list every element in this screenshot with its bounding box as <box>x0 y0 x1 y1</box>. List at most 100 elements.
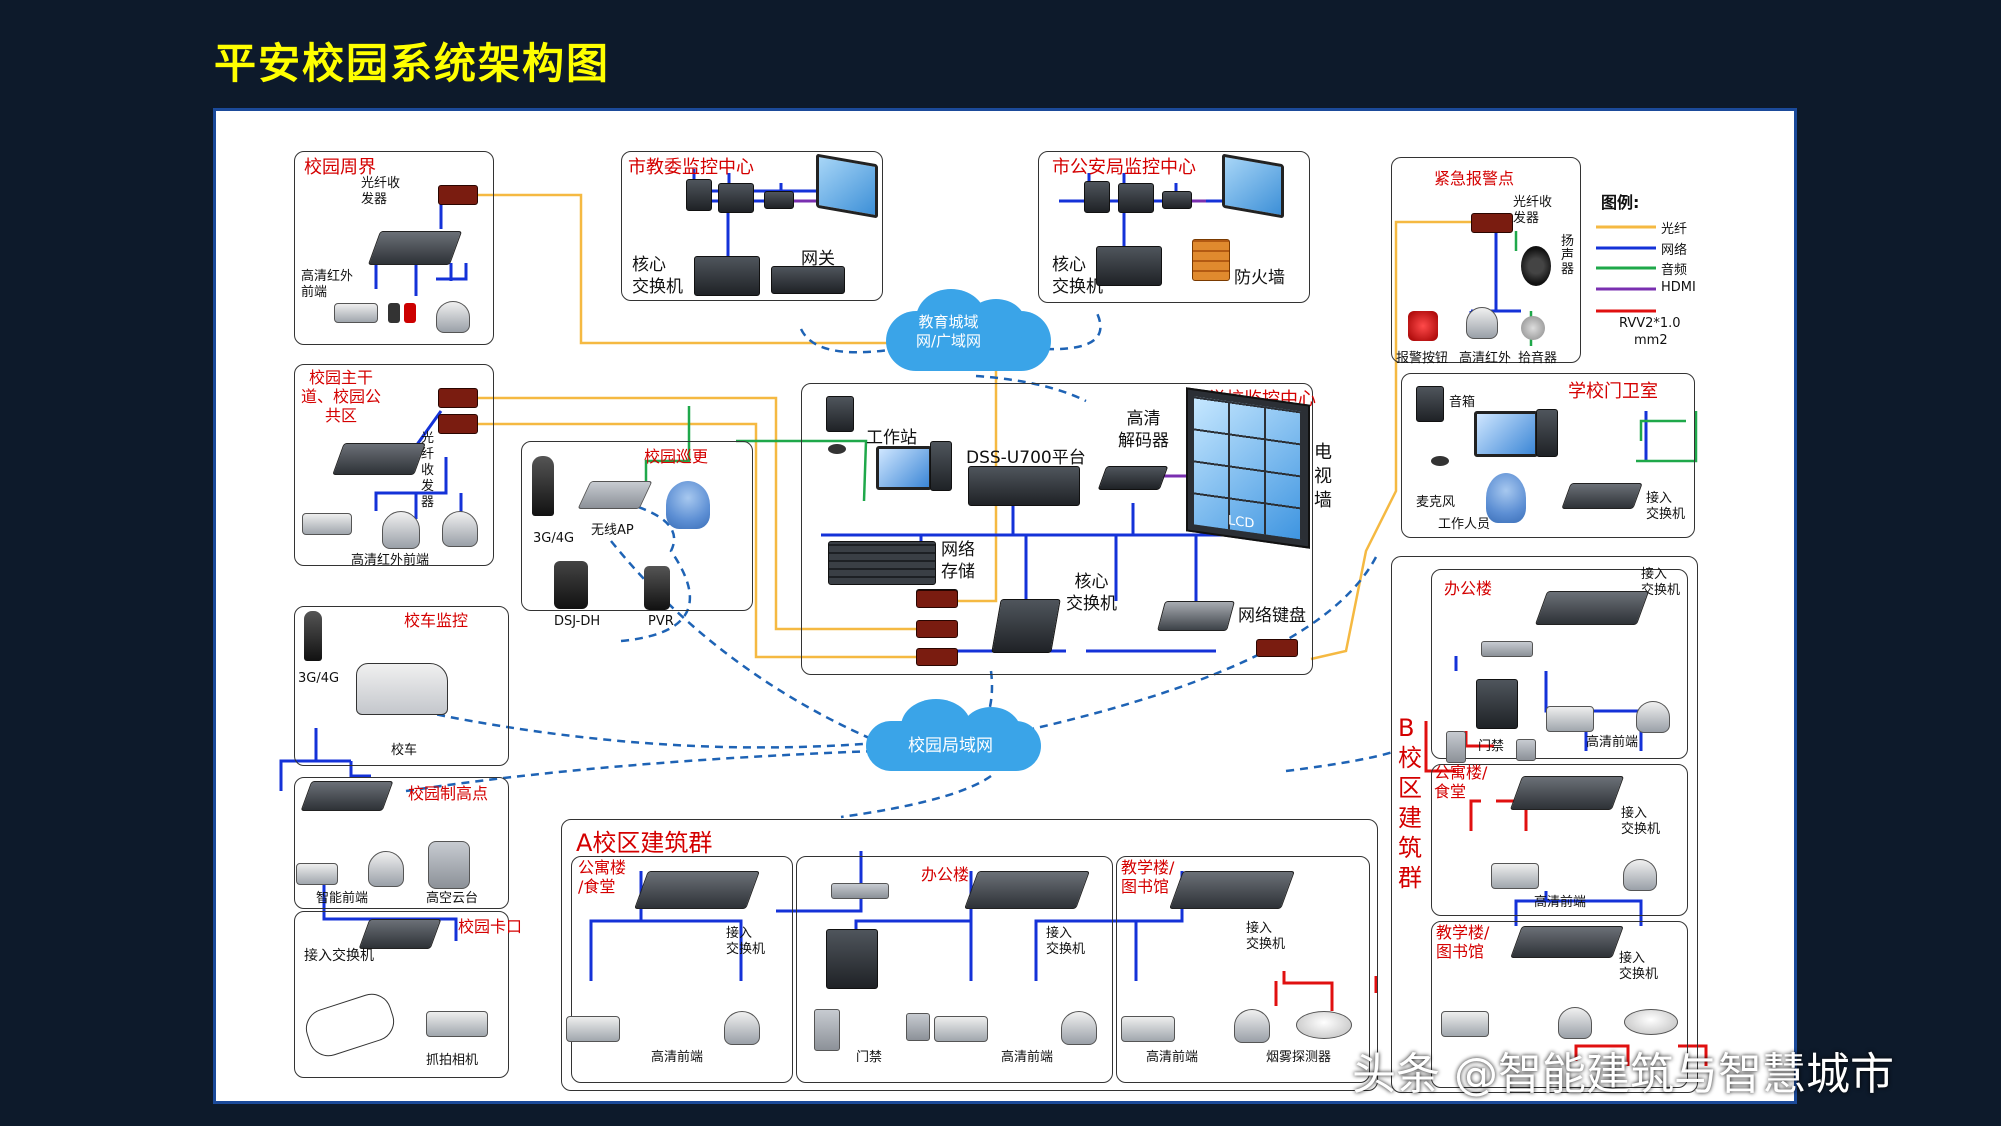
road-dome-camera-2 <box>442 511 478 547</box>
legend-lines <box>1596 225 1656 313</box>
group-a-dorm <box>571 856 793 1083</box>
dash-highpoint <box>405 749 877 793</box>
a-dorm-cam-label: 高清前端 <box>651 1050 704 1065</box>
police-firewall-label: 防火墙 <box>1234 268 1285 288</box>
road-dome-camera-1 <box>382 511 420 549</box>
school-decoder <box>1097 466 1169 490</box>
guard-switch <box>1561 483 1643 509</box>
group-b-dorm <box>1431 764 1688 916</box>
gate-title: 校园卡口 <box>458 917 523 936</box>
edu-server-1 <box>686 179 712 211</box>
b-teach-dome-camera <box>1558 1007 1592 1039</box>
gate-switch-label: 接入交换机 <box>304 948 374 964</box>
police-tv-wall <box>1222 153 1284 219</box>
b-office-switch <box>1534 591 1650 625</box>
guard-pc <box>1536 409 1558 457</box>
a-teach-smoke-detector <box>1296 1011 1352 1039</box>
emergency-button-label: 报警按钮 <box>1396 351 1449 366</box>
b-office-card-reader <box>1446 731 1466 763</box>
legend-network: 网络 <box>1661 243 1688 258</box>
highpoint-dome-camera <box>368 851 404 887</box>
a-teach-title: 教学楼/ 图书馆 <box>1121 858 1175 896</box>
edu-gateway-label: 网关 <box>801 249 835 269</box>
fiber-lines <box>476 193 1476 661</box>
storage-label: 网络 存储 <box>941 540 975 582</box>
police-server-2 <box>1118 183 1154 213</box>
legend-title: 图例: <box>1601 193 1640 212</box>
b-office-exit-button <box>1516 739 1536 761</box>
group-campus-a <box>561 819 1378 1091</box>
guard-speaker <box>1416 386 1444 422</box>
patrol-pvr-device <box>644 566 670 610</box>
highpoint-cam2-label: 高空云台 <box>426 891 479 906</box>
b-dorm-bullet-camera <box>1491 863 1539 889</box>
a-office-switch <box>964 871 1090 909</box>
b-office-door-controller <box>1476 679 1518 729</box>
edu-decoder <box>764 191 794 209</box>
cloud-campus-lan: 校园局域网 <box>866 699 1041 771</box>
patrol-dsj-label: DSJ-DH <box>554 614 601 629</box>
road-fiber-transceiver-2 <box>438 414 478 434</box>
bus-3g4g: 3G/4G <box>298 671 340 686</box>
road-fiber-label: 光 纤 收 发 器 <box>421 431 435 510</box>
b-dorm-dome-camera <box>1623 859 1657 891</box>
legend-fiber: 光纤 <box>1661 222 1688 237</box>
emergency-fiber-label: 光纤收 发器 <box>1513 195 1553 226</box>
school-fiber-transceiver-3 <box>916 648 958 666</box>
guard-switch-label: 接入 交换机 <box>1646 491 1686 522</box>
group-highpoint <box>294 777 509 909</box>
fiber-line-road-2 <box>476 422 926 659</box>
patrol-title: 校园巡更 <box>644 447 709 466</box>
perimeter-title: 校园周界 <box>304 157 376 178</box>
perimeter-fiber-transceiver <box>438 185 478 205</box>
edu-core-label: 核心 交换机 <box>632 255 683 297</box>
school-mic <box>828 444 846 454</box>
group-b-office <box>1431 569 1688 759</box>
dash-patrol <box>610 540 877 743</box>
legend-audio: 音频 <box>1661 263 1688 278</box>
a-office-exit-button <box>906 1013 930 1041</box>
a-office-door-controller <box>826 929 878 989</box>
main-road-title: 校园主干 道、校园公 共区 <box>301 368 382 425</box>
page-title: 平安校园系统架构图 <box>214 39 611 88</box>
campus-b-title: B 校 区 建 筑 群 <box>1398 714 1422 892</box>
decoder-label: 高清 解码器 <box>1118 409 1169 451</box>
a-dorm-title: 公寓楼 /食堂 <box>578 858 627 896</box>
emergency-title: 紧急报警点 <box>1434 169 1515 188</box>
a-teach-switch-label: 接入 交换机 <box>1246 921 1286 952</box>
school-speaker <box>826 396 854 432</box>
guard-speaker-label: 音箱 <box>1449 395 1476 410</box>
watermark: 头条 @智能建筑与智慧城市 <box>1352 1049 1894 1100</box>
b-office-bullet-camera <box>1546 706 1594 732</box>
legend-rvv-2: mm2 <box>1634 333 1668 348</box>
school-fiber-transceiver-4 <box>1256 639 1298 657</box>
perimeter-cam-label: 高清红外 前端 <box>301 269 354 300</box>
gate-cam-label: 抓拍相机 <box>426 1053 479 1068</box>
road-fiber-transceiver-1 <box>438 388 478 408</box>
legend-hdmi: HDMI <box>1661 280 1696 295</box>
police-core-switch <box>1096 246 1162 286</box>
patrol-ap-device <box>577 481 653 509</box>
network-keyboard <box>1156 601 1236 631</box>
patrol-ap-label: 无线AP <box>591 523 634 538</box>
edu-center-title: 市教委监控中心 <box>628 157 754 178</box>
group-guard <box>1401 373 1695 538</box>
b-dorm-switch <box>1509 776 1625 810</box>
guard-staff-label: 工作人员 <box>1438 517 1491 532</box>
campus-a-title: A校区建筑群 <box>576 829 713 857</box>
emergency-speaker <box>1521 246 1551 286</box>
school-fiber-transceiver-1 <box>916 590 958 608</box>
b-dorm-cam-label: 高清前端 <box>1534 895 1587 910</box>
edu-tv-wall <box>816 153 878 219</box>
a-office-title: 办公楼 <box>921 865 970 884</box>
b-teach-title: 教学楼/ 图书馆 <box>1436 923 1490 961</box>
emergency-cam-label: 高清红外 <box>1459 351 1512 366</box>
highpoint-switch <box>300 781 394 811</box>
group-edu-center <box>621 151 883 301</box>
b-teach-bullet-camera <box>1441 1011 1489 1037</box>
a-teach-dome-camera <box>1234 1009 1270 1043</box>
dashed-lines <box>395 310 1397 819</box>
guard-mic <box>1431 456 1449 466</box>
emergency-speaker-label: 扬 声 器 <box>1561 234 1575 277</box>
edu-core-switch <box>694 256 760 296</box>
